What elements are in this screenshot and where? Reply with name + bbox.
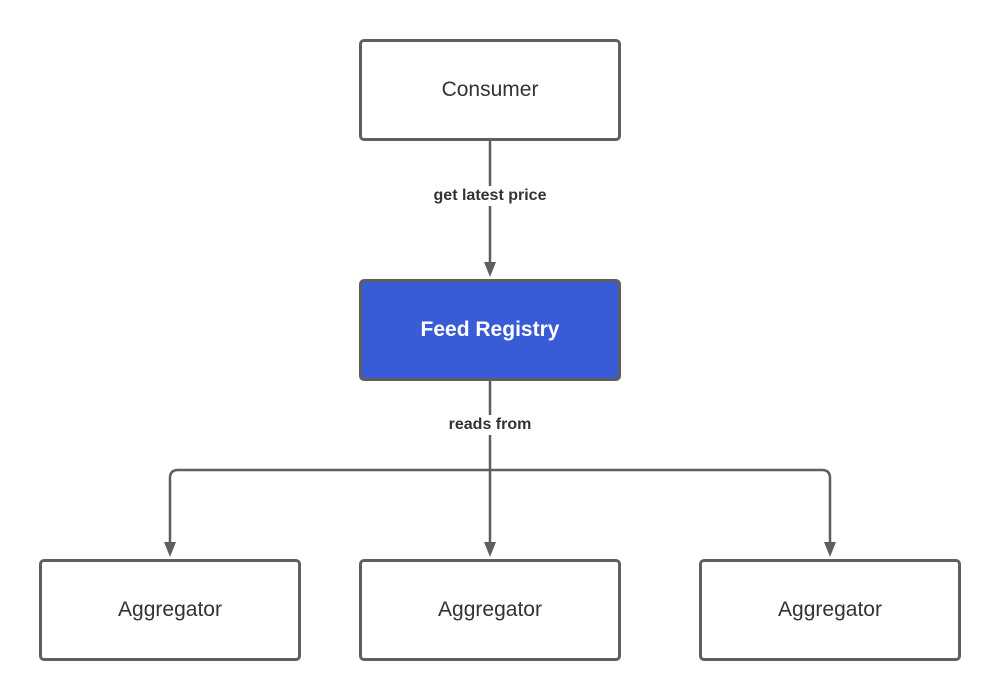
- aggregator-node-left: Aggregator: [39, 559, 301, 661]
- aggregator-center-label: Aggregator: [438, 598, 542, 621]
- aggregator-node-right: Aggregator: [699, 559, 961, 661]
- feed-registry-label: Feed Registry: [420, 318, 560, 341]
- edge-label-reads-from: reads from: [444, 415, 536, 435]
- arrowhead-aggregator-right: [824, 542, 836, 557]
- arrowhead-aggregator-left: [164, 542, 176, 557]
- consumer-label: Consumer: [441, 78, 539, 101]
- aggregator-right-label: Aggregator: [778, 598, 882, 621]
- consumer-node: Consumer: [359, 39, 621, 141]
- feed-registry-node: Feed Registry: [359, 279, 621, 381]
- aggregator-node-center: Aggregator: [359, 559, 621, 661]
- connector-branch-horizontal: [168, 468, 832, 542]
- arrowhead-registry: [484, 262, 496, 277]
- aggregator-left-label: Aggregator: [118, 598, 222, 621]
- arrowhead-aggregator-center: [484, 542, 496, 557]
- edge-label-get-latest-price: get latest price: [429, 186, 551, 206]
